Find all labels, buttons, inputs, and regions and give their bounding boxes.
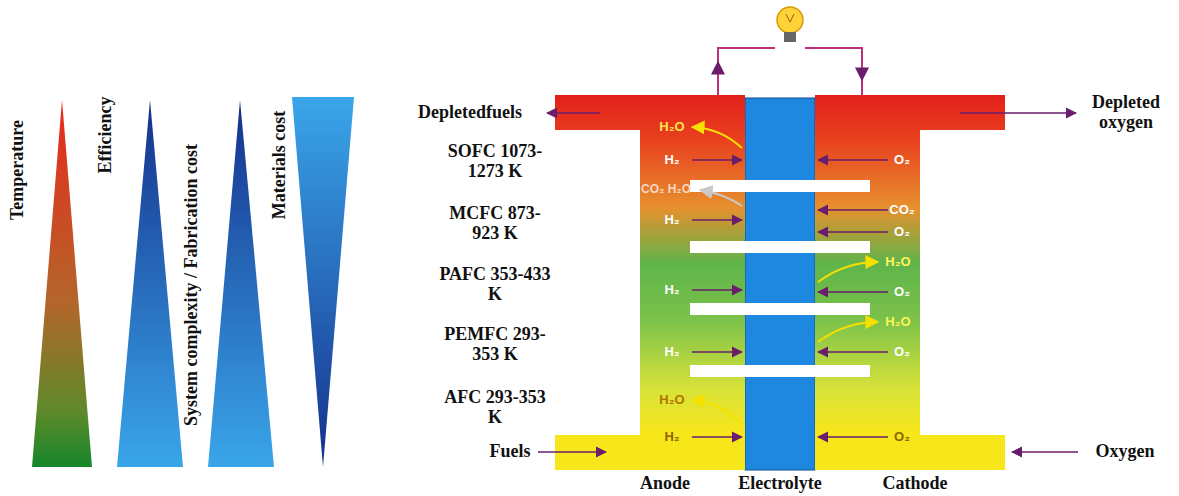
species-label: H₂O [885, 315, 910, 329]
axis-label: Materials cost [270, 111, 290, 219]
species-label: O₂ [894, 345, 910, 359]
species-label: H₂ [664, 283, 679, 297]
species-label: O₂ [894, 153, 910, 167]
cathode [815, 95, 1005, 470]
part-label: Cathode [882, 474, 947, 494]
species-label: H₂ [664, 345, 679, 359]
axis-label: System complexity / Fabrication cost [182, 144, 202, 426]
species-label: H₂ [664, 213, 679, 227]
stream-label: Depleted oxygen [1080, 93, 1172, 133]
axis-label: Temperature [8, 120, 28, 220]
cell-type-label: AFC 293-353 K [438, 388, 552, 428]
species-label: H₂ [664, 153, 679, 167]
flow-arrows [538, 113, 1078, 452]
stream-label: Oxygen [1095, 442, 1154, 462]
cell-type-label: PAFC 353-433 K [438, 265, 552, 305]
part-label: Electrolyte [738, 474, 822, 494]
product-arrows [692, 127, 878, 424]
stream-label: Depletedfuels [418, 103, 522, 123]
species-label: CO₂ [889, 203, 914, 217]
axis-label: Efficiency [96, 97, 116, 174]
anode [555, 95, 745, 470]
cell-type-label: PEMFC 293-353 K [438, 325, 552, 365]
cell-type-label: SOFC 1073-1273 K [438, 142, 552, 182]
materials-triangle [292, 97, 354, 467]
temperature-triangle [32, 100, 92, 467]
part-label: Anode [640, 474, 690, 494]
species-label: H₂ [664, 430, 679, 444]
stream-label: Fuels [489, 442, 530, 462]
species-label: CO₂ H₂O [641, 183, 691, 196]
cell-type-label: MCFC 873-923 K [438, 204, 552, 244]
electrolyte [745, 98, 815, 470]
circuit-wire [718, 48, 862, 95]
species-label: O₂ [894, 225, 910, 239]
species-label: H₂O [659, 120, 684, 134]
species-label: H₂O [659, 393, 684, 407]
species-label: H₂O [885, 255, 910, 269]
species-label: O₂ [894, 285, 910, 299]
efficiency-triangle [117, 100, 183, 467]
species-label: O₂ [894, 430, 910, 444]
complexity-triangle [208, 100, 274, 467]
lamp-symbol [777, 7, 803, 42]
